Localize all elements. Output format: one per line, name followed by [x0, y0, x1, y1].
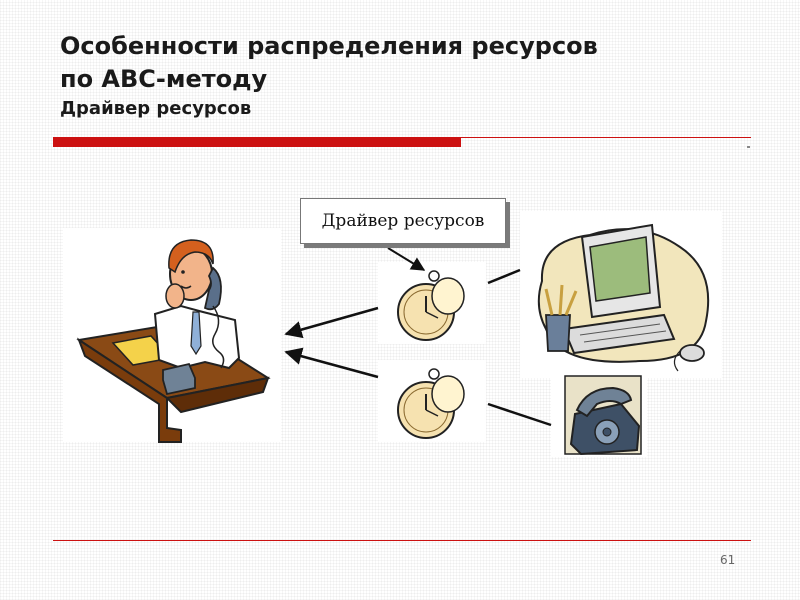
worker-hair — [168, 239, 214, 274]
title-line-1: Особенности распределения ресурсов — [60, 32, 598, 60]
telephone-figure — [564, 375, 642, 456]
watch-2-hand-minute — [425, 409, 439, 417]
computer-mouse — [679, 344, 705, 362]
watch-2-crown — [428, 368, 440, 380]
office-worker-figure — [76, 239, 271, 443]
desk-phone — [162, 362, 196, 396]
phone-handset — [203, 266, 222, 311]
worker-hand — [165, 283, 185, 309]
watch-1-lid — [431, 277, 465, 315]
pencil-cup — [545, 314, 571, 352]
monitor-screen — [589, 236, 651, 302]
driver-label-box: Драйвер ресурсов — [300, 198, 506, 244]
slide-subtitle: Драйвер ресурсов — [60, 98, 252, 119]
pencil-1 — [544, 288, 554, 316]
watch-1-crown — [428, 270, 440, 282]
keyboard-keys-row-1 — [579, 323, 661, 336]
pencil-2 — [558, 284, 564, 316]
telephone-handset — [575, 386, 633, 418]
title-divider-thick — [53, 138, 461, 147]
footer-divider — [53, 540, 751, 541]
arrow-phone-to-watch2 — [487, 402, 552, 427]
mouse-cable — [673, 350, 681, 372]
title-divider-thin — [53, 137, 751, 138]
worker-mouth — [180, 285, 192, 289]
computer-figure — [537, 223, 710, 372]
arrow-label-to-watch — [387, 247, 426, 271]
worker-tie — [190, 311, 202, 356]
telephone-dial-center — [602, 427, 612, 437]
watch-1-hand-minute — [425, 311, 439, 319]
arrow-watch1-to-worker — [284, 306, 379, 339]
keyboard-keys-row-2 — [583, 330, 667, 343]
divider-end-mark — [747, 146, 750, 148]
worker-eye — [181, 270, 185, 274]
phone-cord — [212, 305, 225, 369]
title-line-2: по АВС-методу — [60, 65, 268, 93]
pocket-watch-2 — [397, 368, 465, 439]
arrow-computer-to-watch1 — [487, 268, 521, 285]
pocket-watch-1 — [397, 270, 465, 341]
desk-edge — [164, 376, 270, 414]
keyboard — [562, 313, 676, 355]
desk-front — [76, 337, 182, 443]
page-number: 61 — [720, 553, 736, 567]
slide-title: Особенности распределения ресурсов по АВ… — [60, 30, 598, 122]
watch-2-lid — [431, 375, 465, 413]
arrow-watch2-to-worker — [284, 347, 379, 379]
pencil-3 — [564, 290, 578, 316]
